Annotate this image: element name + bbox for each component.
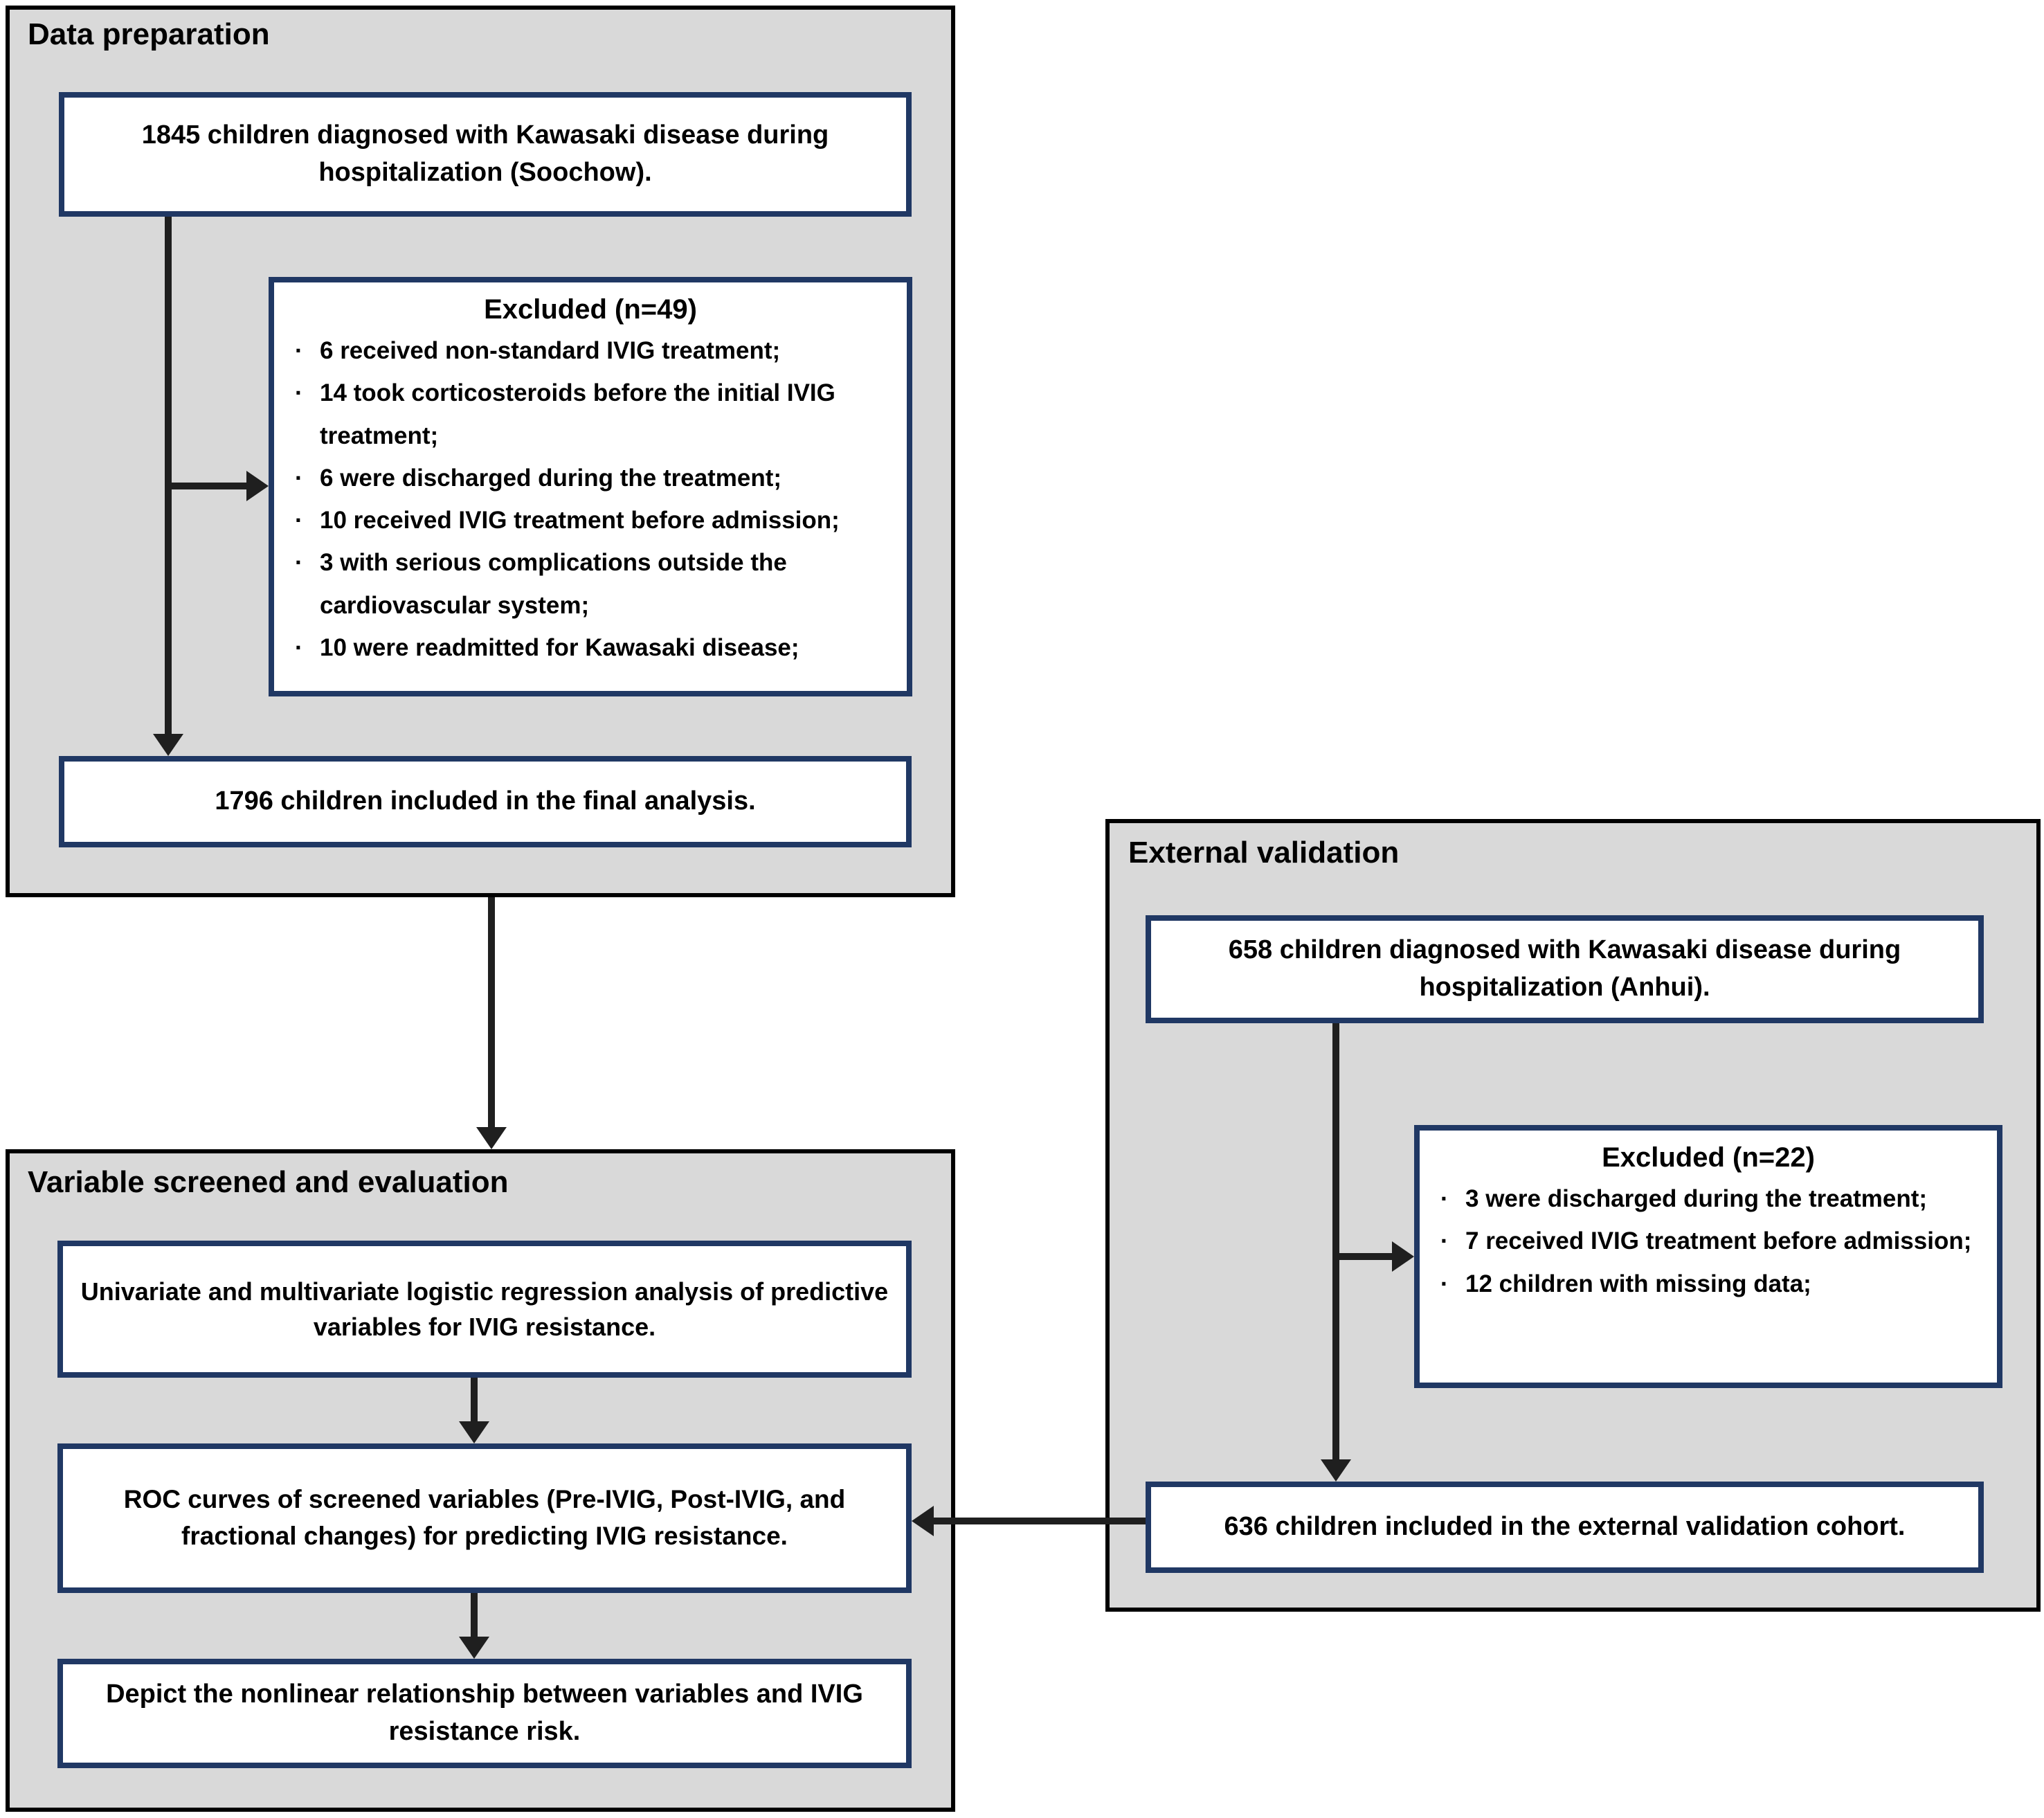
excluded-n49-item: 10 were readmitted for Kawasaki disease; (285, 627, 896, 669)
excluded-n22-item: 12 children with missing data; (1431, 1263, 1986, 1306)
arrow-line-dataprep-to-variable (488, 897, 495, 1130)
arrow-line-658-down (1332, 1023, 1339, 1461)
arrow-line-branch-to-excluded49 (168, 483, 248, 489)
arrow-line-branch-to-excluded22 (1336, 1253, 1393, 1260)
arrow-line-636-to-roc (934, 1518, 1146, 1524)
box-excluded-n22-list: 3 were discharged during the treatment; … (1431, 1178, 1986, 1305)
excluded-n49-item: 6 received non-standard IVIG treatment; (285, 330, 896, 372)
panel-title-data-preparation: Data preparation (28, 17, 270, 51)
box-roc-curves-text: ROC curves of screened variables (Pre-IV… (123, 1485, 846, 1550)
box-logistic-regression-text: Univariate and multivariate logistic reg… (80, 1277, 889, 1341)
arrowhead-into-roc-right (912, 1506, 934, 1536)
box-logistic-regression: Univariate and multivariate logistic reg… (57, 1241, 912, 1378)
arrowhead-into-1796 (153, 734, 183, 756)
arrow-line-roc-to-nonlinear (471, 1593, 478, 1637)
arrowhead-into-variable-panel (476, 1127, 507, 1149)
box-nonlinear-relationship: Depict the nonlinear relationship betwee… (57, 1659, 912, 1768)
excluded-n49-item: 14 took corticosteroids before the initi… (285, 372, 896, 457)
excluded-n22-item: 3 were discharged during the treatment; (1431, 1178, 1986, 1221)
box-excluded-n49: Excluded (n=49) 6 received non-standard … (269, 277, 912, 696)
excluded-n49-item: 6 were discharged during the treatment; (285, 457, 896, 500)
arrowhead-into-excluded22 (1392, 1241, 1414, 1272)
arrow-line-1845-down (165, 217, 172, 737)
box-excluded-n22: Excluded (n=22) 3 were discharged during… (1414, 1125, 2002, 1388)
box-excluded-n49-list: 6 received non-standard IVIG treatment; … (285, 330, 896, 669)
box-1845-cohort: 1845 children diagnosed with Kawasaki di… (59, 92, 912, 217)
box-658-cohort-text: 658 children diagnosed with Kawasaki dis… (1228, 935, 1901, 1002)
panel-title-variable-screening: Variable screened and evaluation (28, 1165, 509, 1199)
arrowhead-into-roc (459, 1421, 489, 1443)
box-roc-curves: ROC curves of screened variables (Pre-IV… (57, 1443, 912, 1593)
excluded-n49-item: 3 with serious complications outside the… (285, 541, 896, 627)
box-nonlinear-relationship-text: Depict the nonlinear relationship betwee… (106, 1680, 863, 1746)
box-636-validation-cohort-text: 636 children included in the external va… (1224, 1512, 1906, 1542)
arrow-line-regression-to-roc (471, 1378, 478, 1423)
excluded-n22-item: 7 received IVIG treatment before admissi… (1431, 1220, 1986, 1263)
box-1845-cohort-text: 1845 children diagnosed with Kawasaki di… (141, 120, 829, 187)
panel-title-external-validation: External validation (1128, 836, 1400, 870)
arrowhead-into-excluded49 (246, 471, 269, 501)
excluded-n49-item: 10 received IVIG treatment before admiss… (285, 499, 896, 542)
arrowhead-into-nonlinear (459, 1637, 489, 1659)
box-636-validation-cohort: 636 children included in the external va… (1146, 1482, 1984, 1573)
box-658-cohort: 658 children diagnosed with Kawasaki dis… (1146, 915, 1984, 1023)
box-excluded-n22-title: Excluded (n=22) (1602, 1142, 1815, 1173)
arrowhead-into-636 (1321, 1459, 1351, 1482)
box-excluded-n49-title: Excluded (n=49) (484, 294, 697, 325)
box-1796-final-text: 1796 children included in the final anal… (215, 786, 756, 816)
box-1796-final: 1796 children included in the final anal… (59, 756, 912, 847)
